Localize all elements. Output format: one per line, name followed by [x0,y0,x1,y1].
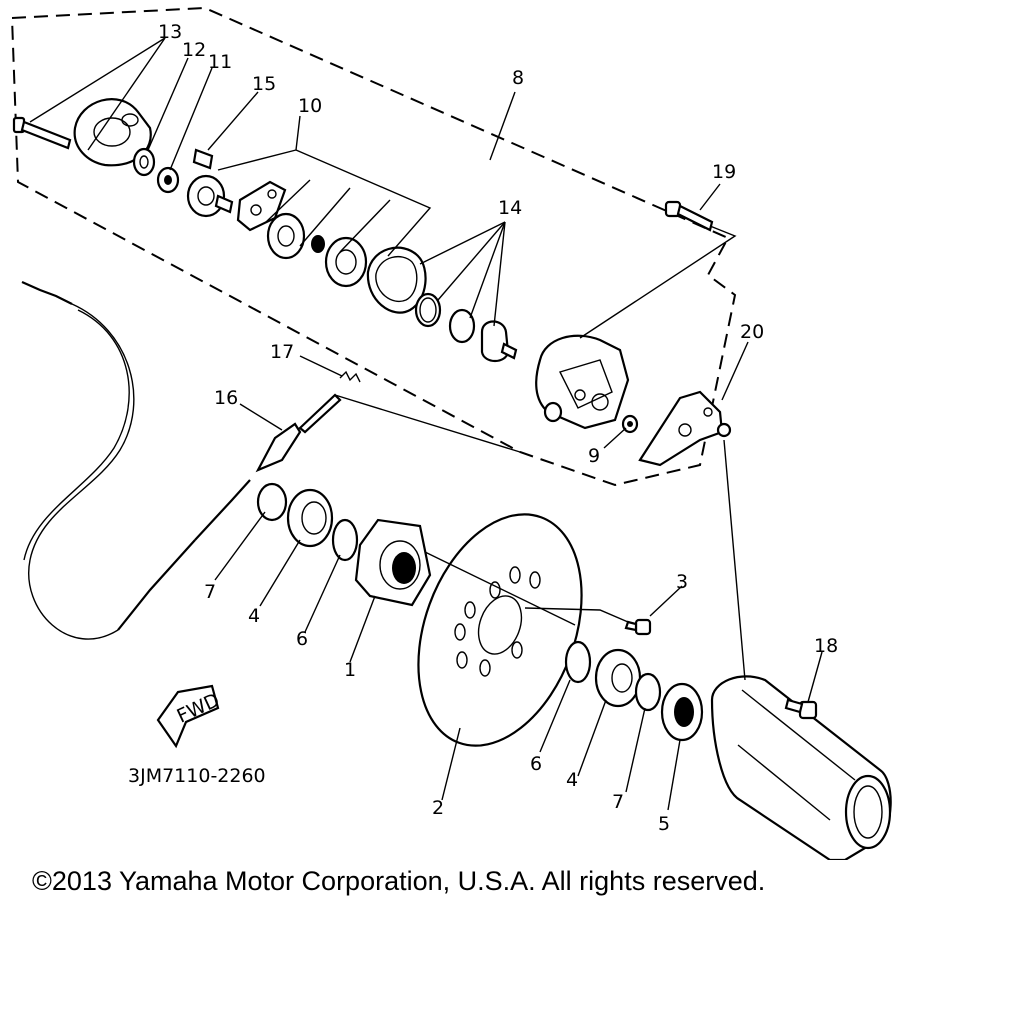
label-16: 16 [214,387,238,409]
part-14-boot [448,308,476,344]
copyright-notice: ©2013 Yamaha Motor Corporation, U.S.A. A… [32,866,766,896]
part-17-spring [339,370,361,383]
part-4-seal-right [594,648,642,708]
part-19-bolt [664,200,714,232]
label-17: 17 [270,341,294,363]
part-3-bolt [624,618,652,636]
part-9-bleeder [621,414,639,434]
label-11: 11 [208,51,232,73]
part-6-oring-right [564,640,592,684]
part-10-adjuster [186,174,234,218]
label-8: 8 [512,67,524,89]
label-9: 9 [588,445,600,467]
label-7-left: 7 [204,581,216,603]
caliper-assembly-boundary [10,6,737,487]
part-14-seal-ring [414,292,442,328]
part-14-piston [480,320,518,363]
part-10-gasket [366,246,427,314]
label-4-right: 4 [566,769,578,791]
label-6-left: 6 [296,628,308,650]
part-16-rod [255,393,342,473]
part-18-bolt [784,698,818,720]
label-19: 19 [712,161,736,183]
label-15: 15 [252,73,276,95]
fwd-arrow: FWD [156,684,223,749]
leader-lines [29,37,823,811]
label-10: 10 [298,95,322,117]
label-2: 2 [432,797,444,819]
part-15-pin [192,148,214,170]
part-6-oring-left [331,518,359,562]
part-12-washer [132,147,156,177]
label-6-right: 6 [530,753,542,775]
part-7-oring-right [634,672,662,712]
caliper-body [535,334,630,430]
part-10-bearing [324,236,368,288]
label-4-left: 4 [248,605,260,627]
label-20: 20 [740,321,764,343]
label-1: 1 [344,659,356,681]
assembly-lines [334,225,746,681]
drawing-code: 3JM7110-2260 [128,765,266,787]
label-3: 3 [676,571,688,593]
label-13: 13 [158,21,182,43]
label-7-right: 7 [612,791,624,813]
label-12: 12 [182,39,206,61]
part-7-oring-left [256,482,288,522]
part-11-nut [156,166,180,194]
part-10-piston [266,212,325,260]
part-4-seal-left [286,488,334,548]
part-1-hub [354,518,432,607]
part-13-caliper-cover [73,98,152,167]
label-5: 5 [658,813,670,835]
part-5-seal [660,682,704,742]
exploded-parts-diagram: FWD 3JM7110-2260 13 12 11 15 10 8 14 19 … [10,6,892,860]
part-20-bracket [638,390,732,467]
label-18: 18 [814,635,838,657]
axle-housing [710,675,892,860]
part-13-bolt [12,116,72,150]
label-14: 14 [498,197,522,219]
brake-cable [21,280,251,640]
